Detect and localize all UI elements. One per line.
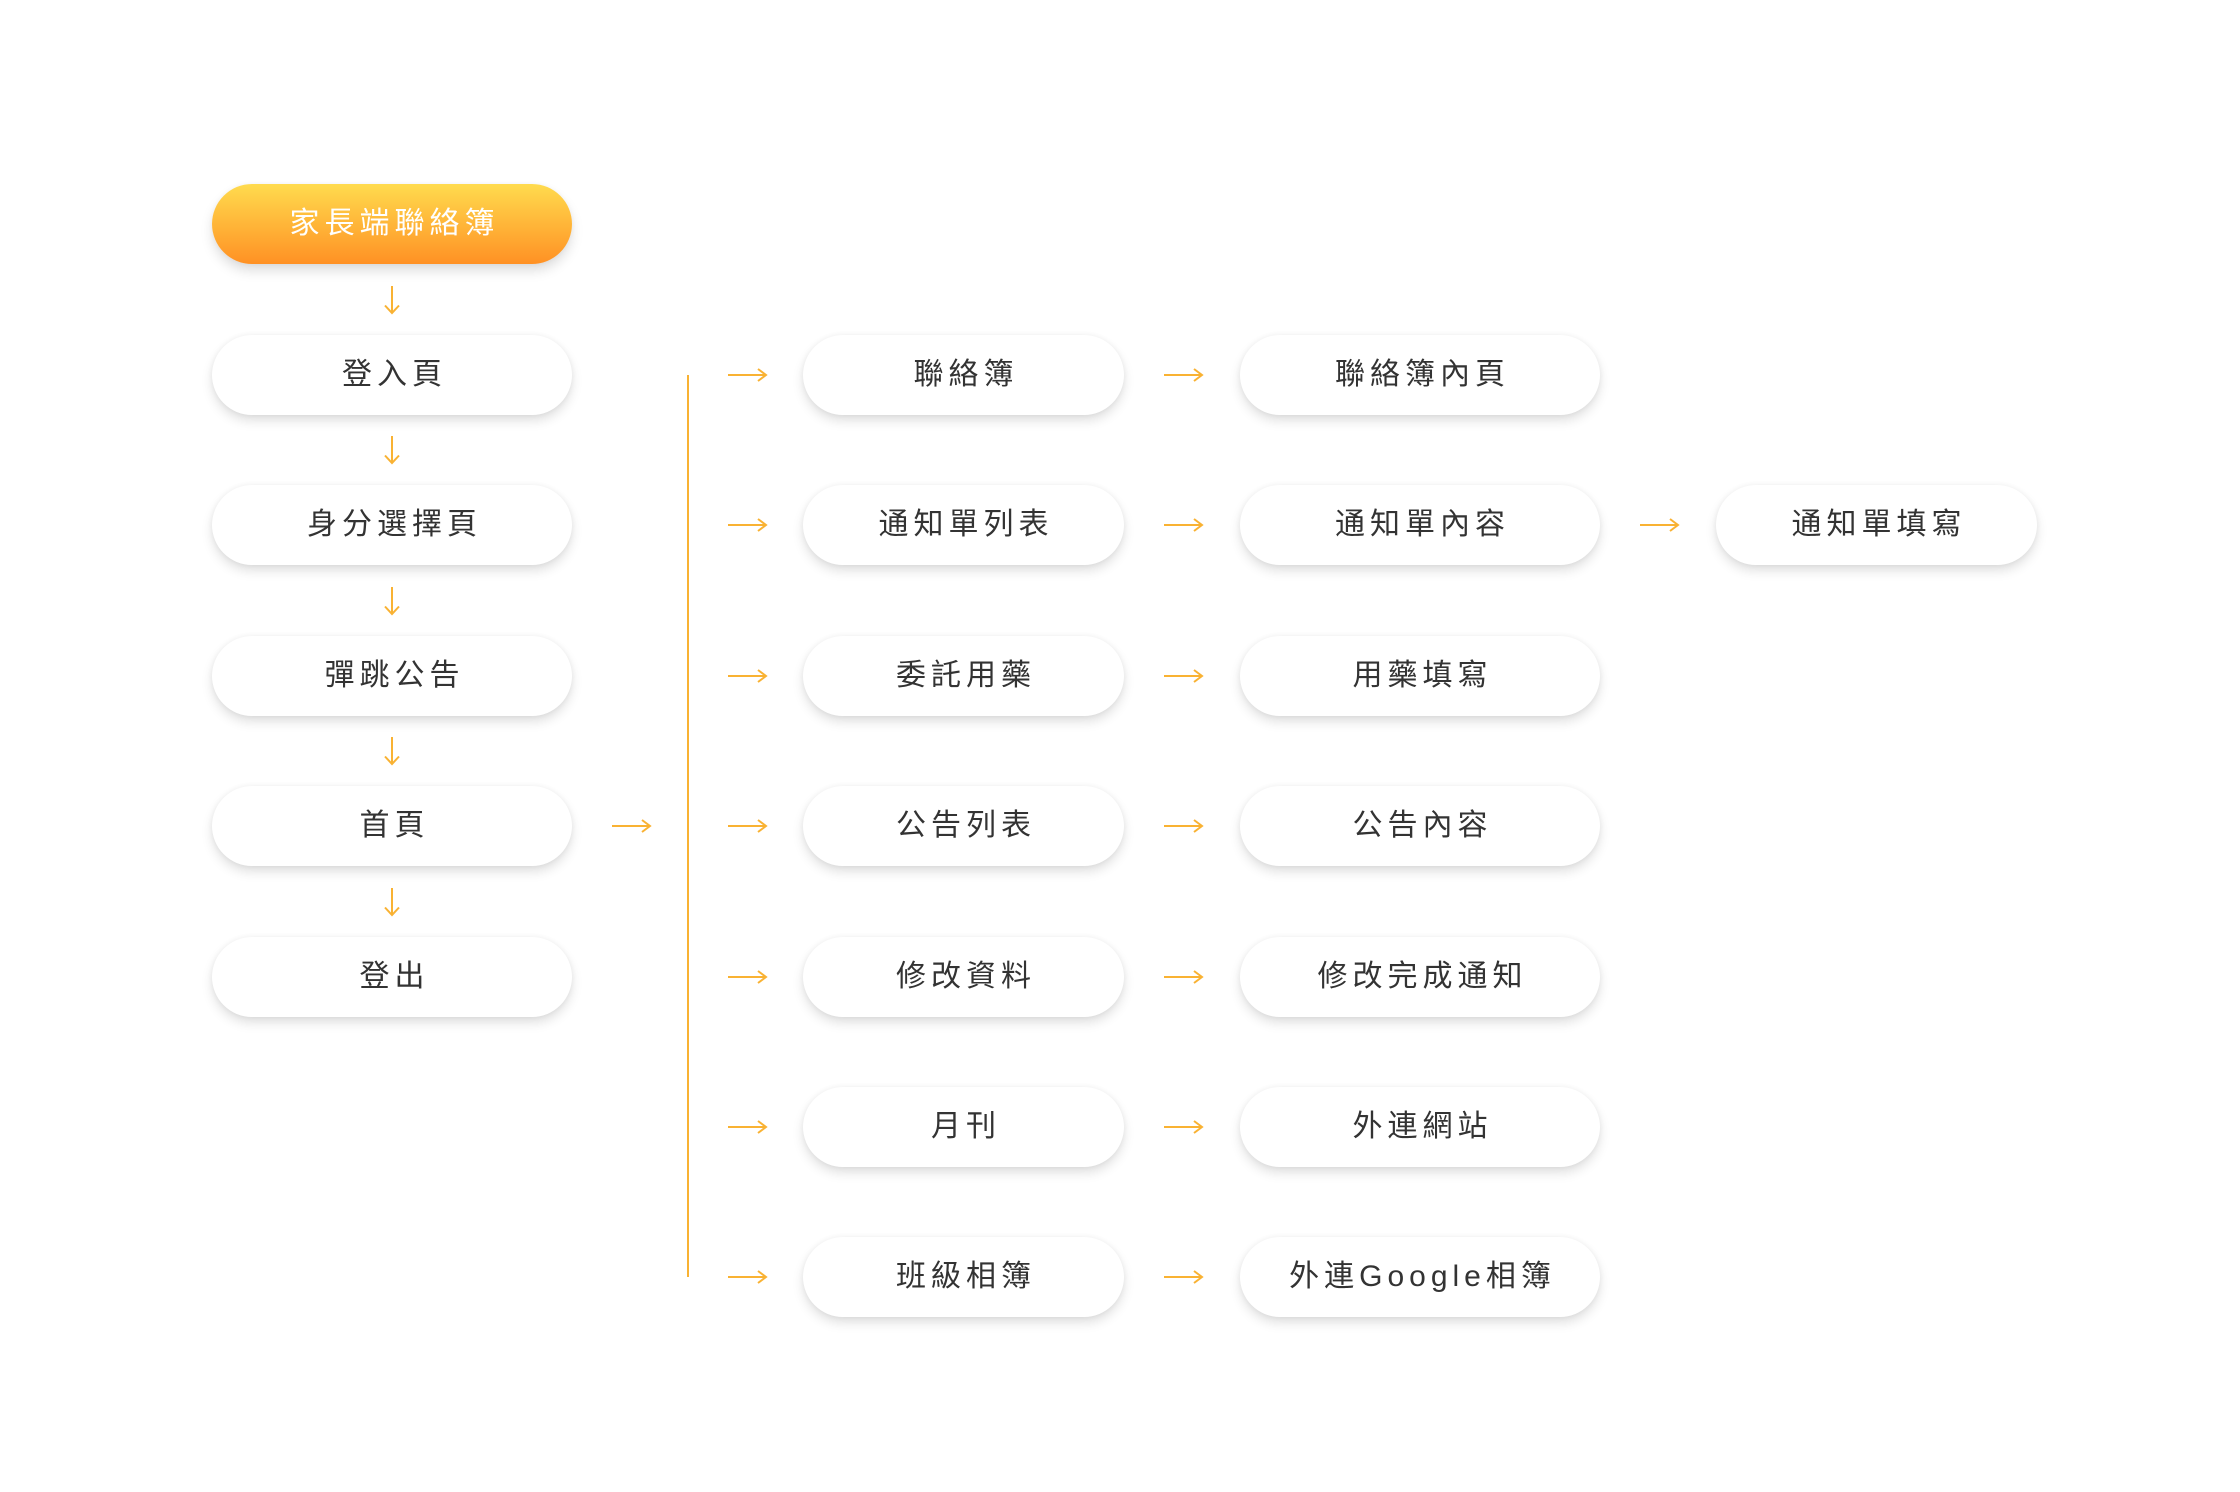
arrow-right-icon <box>1164 1120 1204 1134</box>
arrow-stroke <box>384 737 400 766</box>
arrow-stroke <box>1164 819 1204 833</box>
node-label: 通知單內容 <box>1335 508 1510 541</box>
node-edit-complete-notice: 修改完成通知 <box>1240 937 1600 1017</box>
arrow-down-icon <box>384 436 400 465</box>
arrow-stroke <box>1164 1120 1204 1134</box>
arrow-right-icon <box>728 819 768 833</box>
arrow-stroke <box>1640 518 1680 532</box>
node-external-website: 外連網站 <box>1240 1087 1600 1167</box>
arrow-right-icon <box>1164 970 1204 984</box>
arrow-stroke <box>1164 669 1204 683</box>
branch-connector-line <box>687 375 689 1277</box>
node-label: 登入頁 <box>342 358 447 391</box>
node-label: 月刊 <box>931 1110 1001 1143</box>
node-label: 身分選擇頁 <box>307 508 482 541</box>
arrow-right-icon <box>1164 518 1204 532</box>
node-label: 登出 <box>359 960 430 993</box>
arrow-stroke <box>384 587 400 616</box>
arrow-stroke <box>728 368 768 382</box>
node-medication-request: 委託用藥 <box>803 636 1124 716</box>
node-label: 修改完成通知 <box>1317 960 1528 993</box>
node-login-page: 登入頁 <box>212 335 572 415</box>
arrow-stroke <box>728 518 768 532</box>
node-class-album: 班級相簿 <box>803 1237 1124 1317</box>
arrow-stroke <box>1164 368 1204 382</box>
node-label: 外連網站 <box>1352 1110 1493 1143</box>
node-label: 委託用藥 <box>896 659 1036 692</box>
node-announcement-list: 公告列表 <box>803 786 1124 866</box>
arrow-stroke <box>612 819 652 833</box>
arrow-right-icon <box>728 368 768 382</box>
node-contact-book: 聯絡簿 <box>803 335 1124 415</box>
arrow-stroke <box>384 888 400 917</box>
node-label: 通知單列表 <box>878 508 1054 541</box>
node-announcement-content: 公告內容 <box>1240 786 1600 866</box>
arrow-right-icon <box>728 1120 768 1134</box>
node-label: 外連Google相簿 <box>1289 1260 1556 1293</box>
arrow-right-icon <box>728 518 768 532</box>
arrow-right-icon <box>728 669 768 683</box>
node-label: 首頁 <box>359 809 430 842</box>
arrow-right-icon <box>1164 368 1204 382</box>
arrow-stroke <box>1164 518 1204 532</box>
arrow-down-icon <box>384 888 400 917</box>
arrow-stroke <box>384 286 400 315</box>
arrow-stroke <box>1164 970 1204 984</box>
arrow-stroke <box>728 1270 768 1284</box>
node-notice-content: 通知單內容 <box>1240 485 1600 565</box>
node-label: 公告內容 <box>1352 809 1493 842</box>
arrow-down-icon <box>384 737 400 766</box>
node-label: 用藥填寫 <box>1352 659 1493 692</box>
arrow-stroke <box>728 669 768 683</box>
node-external-google-album: 外連Google相簿 <box>1240 1237 1600 1317</box>
node-medication-form: 用藥填寫 <box>1240 636 1600 716</box>
root-node: 家長端聯絡簿 <box>212 184 572 264</box>
node-notice-list: 通知單列表 <box>803 485 1124 565</box>
arrow-right-icon <box>728 1270 768 1284</box>
node-label: 公告列表 <box>896 809 1036 842</box>
node-home-page: 首頁 <box>212 786 572 866</box>
node-notice-form: 通知單填寫 <box>1716 485 2037 565</box>
arrow-stroke <box>1164 1270 1204 1284</box>
node-contact-book-detail: 聯絡簿內頁 <box>1240 335 1600 415</box>
node-edit-profile: 修改資料 <box>803 937 1124 1017</box>
node-popup-announcement: 彈跳公告 <box>212 636 572 716</box>
node-monthly-magazine: 月刊 <box>803 1087 1124 1167</box>
node-identity-selection-page: 身分選擇頁 <box>212 485 572 565</box>
node-label: 彈跳公告 <box>324 659 465 692</box>
node-label: 班級相簿 <box>896 1260 1036 1293</box>
arrow-right-icon <box>1164 1270 1204 1284</box>
arrow-stroke <box>728 970 768 984</box>
node-label: 聯絡簿內頁 <box>1335 358 1510 391</box>
node-label: 修改資料 <box>896 960 1036 993</box>
arrow-stroke <box>728 1120 768 1134</box>
arrow-right-icon <box>1164 669 1204 683</box>
arrow-right-icon <box>612 819 652 833</box>
arrow-right-icon <box>728 970 768 984</box>
arrow-right-icon <box>1640 518 1680 532</box>
arrow-down-icon <box>384 286 400 315</box>
arrow-down-icon <box>384 587 400 616</box>
node-logout: 登出 <box>212 937 572 1017</box>
node-label: 通知單填寫 <box>1791 508 1967 541</box>
arrow-stroke <box>728 819 768 833</box>
node-label: 聯絡簿 <box>913 358 1019 391</box>
node-label: 家長端聯絡簿 <box>289 207 500 240</box>
arrow-stroke <box>384 436 400 465</box>
arrow-right-icon <box>1164 819 1204 833</box>
